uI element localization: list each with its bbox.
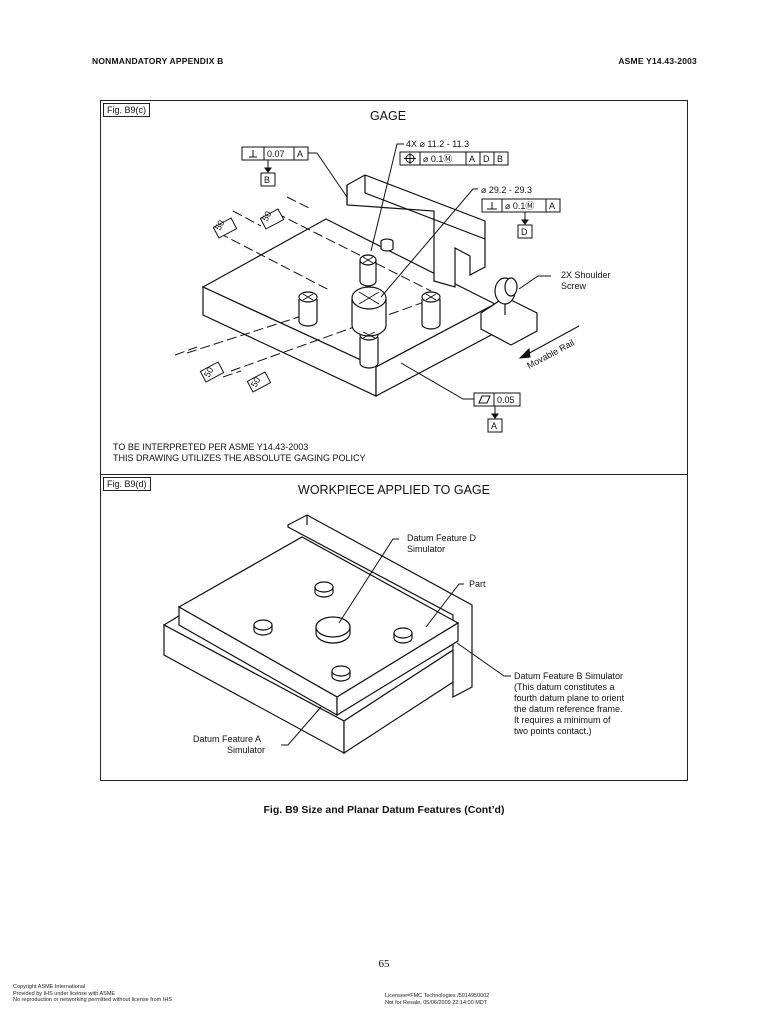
fcf-center-tol: ⌀ 0.1Ⓜ [505, 201, 534, 211]
figure-caption: Fig. B9 Size and Planar Datum Features (… [263, 804, 505, 816]
footer-left-line: Provided by IHS under license with ASME [13, 990, 116, 997]
fcf-perp-datum: A [297, 149, 303, 159]
label-part: Part [469, 579, 486, 589]
label-datum-d-2: Simulator [407, 544, 445, 554]
page-number: 65 [378, 958, 390, 970]
shoulder-screw-label-2: Screw [561, 281, 587, 291]
figure-b9d-panel: Fig. B9(d) WORKPIECE APPLIED TO GAGE [100, 474, 688, 781]
fcf-holes-tol: ⌀ 0.1Ⓜ [423, 154, 452, 164]
datum-b-label: B [264, 175, 270, 185]
label-datum-b-2: (This datum constitutes a [514, 682, 615, 692]
figure-b9c-panel: Fig. B9(c) GAGE [100, 100, 688, 475]
label-datum-d-1: Datum Feature D [407, 533, 477, 543]
leader-shoulder-screw [518, 275, 551, 290]
label-datum-a-2: Simulator [227, 745, 265, 755]
hole-crosses [302, 256, 437, 339]
fcf-holes-datum-a: A [469, 154, 475, 164]
datum-d-label: D [521, 227, 528, 237]
fcf-flatness-tol: 0.05 [497, 395, 515, 405]
gage-drawing: 50 50 50 50 0.07 A B 4X ⌀ 11.2 - 11.3 [113, 139, 611, 463]
workpiece-drawing: Datum Feature D Simulator Part Datum Fea… [162, 514, 625, 755]
fcf-center-datum: A [549, 201, 555, 211]
label-datum-b-4: the datum reference frame. [514, 704, 623, 714]
footer-left: Copyright ASME International Provided by… [13, 984, 172, 1004]
gage-body [201, 174, 538, 397]
basic-dim-2: 50 [260, 209, 274, 223]
figure-title: WORKPIECE APPLIED TO GAGE [298, 483, 490, 497]
note-line-2: THIS DRAWING UTILIZES THE ABSOLUTE GAGIN… [113, 453, 366, 463]
movable-rail-arrow [518, 325, 580, 359]
basic-dim-4: 50 [249, 375, 263, 389]
footer-right-line: Not for Resale, 05/06/2009 22:14:00 MDT [385, 999, 488, 1006]
running-header-right: ASME Y14.43-2003 [618, 56, 697, 66]
footer-right-line: Licensee=FMC Technologies /5914950002 [385, 993, 490, 999]
fcf-perpendicularity [241, 146, 348, 198]
basic-dim-1: 50 [213, 218, 227, 232]
footer-left-line: Copyright ASME International [13, 984, 86, 990]
figure-title: GAGE [369, 109, 407, 123]
footer-left-line: No reproduction or networking permitted … [13, 997, 172, 1003]
center-size-callout: ⌀ 29.2 - 29.3 [481, 185, 532, 195]
footer-right: Licensee=FMC Technologies /5914950002 No… [385, 993, 489, 1006]
label-datum-b-3: fourth datum plane to orient [514, 693, 625, 703]
fcf-perp-tol: 0.07 [267, 149, 285, 159]
note-line-1: TO BE INTERPRETED PER ASME Y14.43-2003 [113, 442, 308, 452]
part-bosses [253, 581, 413, 682]
fcf-position-holes [370, 143, 509, 252]
figure-tag: Fig. B9(d) [103, 477, 151, 491]
running-header-left: NONMANDATORY APPENDIX B [92, 56, 224, 66]
label-datum-b-1: Datum Feature B Simulator [514, 671, 623, 681]
shoulder-screw-label-1: 2X Shoulder [561, 270, 611, 280]
fcf-holes-datum-d: D [483, 154, 490, 164]
label-datum-b-5: It requires a minimum of [514, 715, 611, 725]
datum-a-label: A [491, 421, 497, 431]
fcf-holes-datum-b: B [497, 154, 503, 164]
figure-tag: Fig. B9(c) [103, 103, 151, 117]
fcf-perp-center [380, 188, 561, 298]
basic-dim-boxes [199, 208, 285, 393]
movable-rail-label: Movable Rail [525, 338, 576, 371]
holes-size-callout: 4X ⌀ 11.2 - 11.3 [406, 139, 469, 149]
hidden-center-lines [174, 196, 432, 378]
label-datum-b-6: two points contact.) [514, 726, 592, 736]
label-datum-a-1: Datum Feature A [193, 734, 261, 744]
basic-dim-3: 50 [202, 365, 216, 379]
leaders-d [281, 538, 511, 746]
part [177, 536, 460, 717]
fcf-flatness [400, 362, 521, 433]
